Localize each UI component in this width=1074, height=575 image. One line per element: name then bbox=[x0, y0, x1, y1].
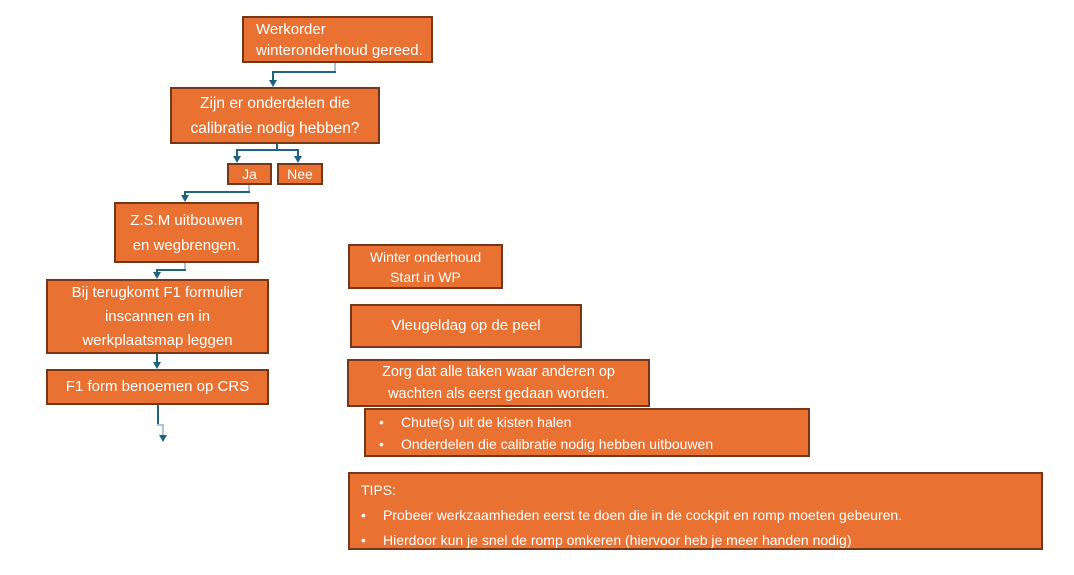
flow-box-line: Ja bbox=[242, 166, 257, 182]
arrowhead-to-zsm bbox=[181, 195, 189, 202]
connector-ja-stub bbox=[248, 185, 250, 193]
connector-zsm-stub bbox=[184, 263, 186, 271]
list-item: • Probeer werkzaamheden eerst te doen di… bbox=[361, 503, 1041, 528]
arrowhead-to-f1-form bbox=[153, 362, 161, 369]
connector-werkorder-stub bbox=[334, 63, 336, 73]
connector-werkorder-vertical bbox=[272, 71, 274, 81]
arrowhead-to-zijn-er bbox=[269, 80, 277, 87]
flow-box-line: F1 form benoemen op CRS bbox=[65, 378, 250, 395]
connector-f1-exit-vertical-2 bbox=[162, 424, 164, 436]
connector-f1-exit-vertical bbox=[157, 405, 159, 426]
bullet-icon: • bbox=[361, 507, 366, 523]
connector-split-horizontal bbox=[236, 149, 298, 151]
flow-box-bij-terugkomt: Bij terugkomt F1 formulier inscannen en … bbox=[46, 279, 269, 354]
flow-box-line: Zijn er onderdelen die bbox=[200, 94, 350, 112]
connector-zijn-er-stub bbox=[276, 144, 278, 151]
connector-ja-horizontal bbox=[184, 191, 250, 193]
note-box-winter-onderhoud: Winter onderhoud Start in WP bbox=[348, 244, 503, 289]
note-line: Vleugeldag op de peel bbox=[391, 317, 541, 334]
flow-box-f1-form: F1 form benoemen op CRS bbox=[46, 369, 269, 405]
note-line: Winter onderhoud bbox=[369, 248, 482, 265]
note-box-vleugeldag: Vleugeldag op de peel bbox=[350, 304, 582, 348]
connector-split-right-vertical bbox=[297, 149, 299, 157]
flow-box-nee: Nee bbox=[277, 163, 323, 185]
flow-box-line: Bij terugkomt F1 formulier bbox=[71, 283, 244, 301]
flow-box-line: calibratie nodig hebben? bbox=[190, 119, 360, 137]
list-item-text: Onderdelen die calibratie nodig hebben u… bbox=[401, 435, 714, 452]
connector-werkorder-horizontal bbox=[272, 71, 336, 73]
connector-zsm-horizontal bbox=[156, 269, 186, 271]
connector-zsm-vertical bbox=[156, 269, 158, 273]
note-box-tips: TIPS: • Probeer werkzaamheden eerst te d… bbox=[348, 472, 1043, 550]
arrowhead-to-nee bbox=[294, 156, 302, 163]
note-box-taken-list: • Chute(s) uit de kisten halen • Onderde… bbox=[364, 408, 810, 457]
bullet-icon: • bbox=[379, 435, 384, 452]
flow-box-line: werkplaatsmap leggen bbox=[82, 331, 233, 349]
flow-box-line: inscannen en in bbox=[104, 307, 211, 325]
connector-split-left-vertical bbox=[236, 149, 238, 157]
flow-box-line: Nee bbox=[287, 166, 313, 182]
tips-title: TIPS: bbox=[361, 482, 397, 498]
flow-box-werkorder: Werkorder winteronderhoud gereed. bbox=[242, 16, 433, 63]
arrowhead-to-bij-terugkomt bbox=[153, 272, 161, 279]
note-box-zorg-taken: Zorg dat alle taken waar anderen op wach… bbox=[347, 359, 650, 407]
flow-box-zsm-uitbouwen: Z.S.M uitbouwen en wegbrengen. bbox=[114, 202, 259, 263]
note-line: wachten als eerst gedaan worden. bbox=[388, 386, 609, 402]
arrowhead-f1-exit bbox=[159, 435, 167, 442]
list-item: • Onderdelen die calibratie nodig hebben… bbox=[379, 433, 808, 455]
note-line: Start in WP bbox=[390, 268, 461, 285]
bullet-icon: • bbox=[361, 532, 366, 548]
flow-box-ja: Ja bbox=[227, 163, 272, 185]
list-item: • Chute(s) uit de kisten halen bbox=[379, 411, 808, 433]
flow-box-line: en wegbrengen. bbox=[132, 236, 241, 254]
list-item-text: Chute(s) uit de kisten halen bbox=[401, 413, 572, 430]
flow-box-zijn-er-onderdelen: Zijn er onderdelen die calibratie nodig … bbox=[170, 87, 380, 144]
list-item: • Hierdoor kun je snel de romp omkeren (… bbox=[361, 528, 1041, 553]
flow-box-line: winteronderhoud gereed. bbox=[256, 41, 423, 59]
list-item-text: Hierdoor kun je snel de romp omkeren (hi… bbox=[383, 532, 852, 548]
connector-bij-vertical bbox=[156, 354, 158, 363]
bullet-icon: • bbox=[379, 413, 384, 430]
flow-box-line: Z.S.M uitbouwen bbox=[130, 211, 243, 229]
list-item-text: Probeer werkzaamheden eerst te doen die … bbox=[383, 507, 903, 523]
connector-f1-exit-jog bbox=[157, 424, 164, 426]
arrowhead-to-ja bbox=[233, 156, 241, 163]
note-line: Zorg dat alle taken waar anderen op bbox=[382, 364, 615, 380]
flow-box-line: Werkorder bbox=[256, 20, 326, 38]
connector-ja-vertical bbox=[184, 191, 186, 196]
